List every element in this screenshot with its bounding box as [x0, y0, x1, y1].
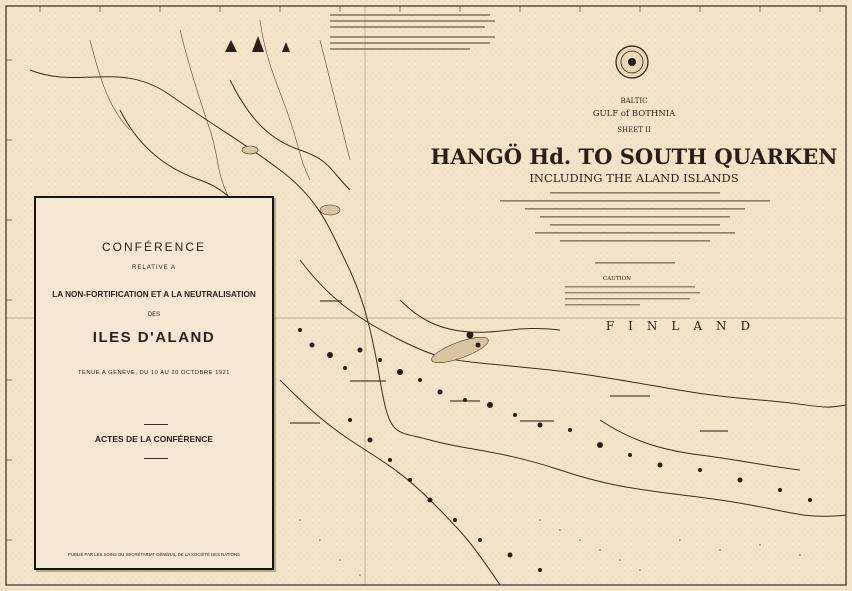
- chart-subtitle: INCLUDING THE ALAND ISLANDS: [529, 171, 738, 185]
- chart-frame: [5, 5, 847, 586]
- islands: [298, 328, 812, 572]
- doc-islands: ILES D'ALAND: [92, 329, 216, 346]
- doc-des: DES: [147, 312, 161, 318]
- caution-note-top: [330, 14, 495, 50]
- place-name-marks: [290, 300, 728, 432]
- doc-subject: LA NON-FORTIFICATION ET A LA NEUTRALISAT…: [52, 290, 256, 299]
- doc-rule-bottom: [144, 458, 168, 459]
- chart-notes: [500, 192, 770, 264]
- country-label: FINLAND: [606, 319, 764, 333]
- chart-sheet: SHEET II: [617, 126, 651, 134]
- doc-rule-top: [144, 424, 168, 425]
- doc-relative: RELATIVE A: [132, 265, 176, 271]
- seal-emblem-icon: [615, 45, 649, 79]
- document-cover: CONFÉRENCE RELATIVE A LA NON-FORTIFICATI…: [34, 196, 274, 570]
- doc-venue: TENUE A GENÈVE, DU 10 AU 20 OCTOBRE 1921: [78, 370, 230, 376]
- caution-note: [565, 286, 700, 306]
- doc-acts: ACTES DE LA CONFÉRENCE: [94, 434, 214, 444]
- doc-footer: PUBLIÉ PAR LES SOINS DU SECRÉTARIAT GÉNÉ…: [68, 552, 240, 557]
- lakes: [241, 145, 489, 364]
- lighthouse-icon: [225, 36, 290, 52]
- chart-caution: CAUTION: [603, 276, 631, 282]
- doc-title: CONFÉRENCE: [101, 240, 206, 254]
- chart-topline: BALTIC: [620, 97, 647, 105]
- graticule-ticks: [6, 6, 821, 541]
- chart-gulf: GULF of BOTHNIA: [593, 109, 676, 119]
- soundings: [299, 519, 801, 576]
- chart-title: HANGÖ Hd. TO SOUTH QUARKEN: [431, 144, 838, 169]
- rivers: [89, 19, 351, 201]
